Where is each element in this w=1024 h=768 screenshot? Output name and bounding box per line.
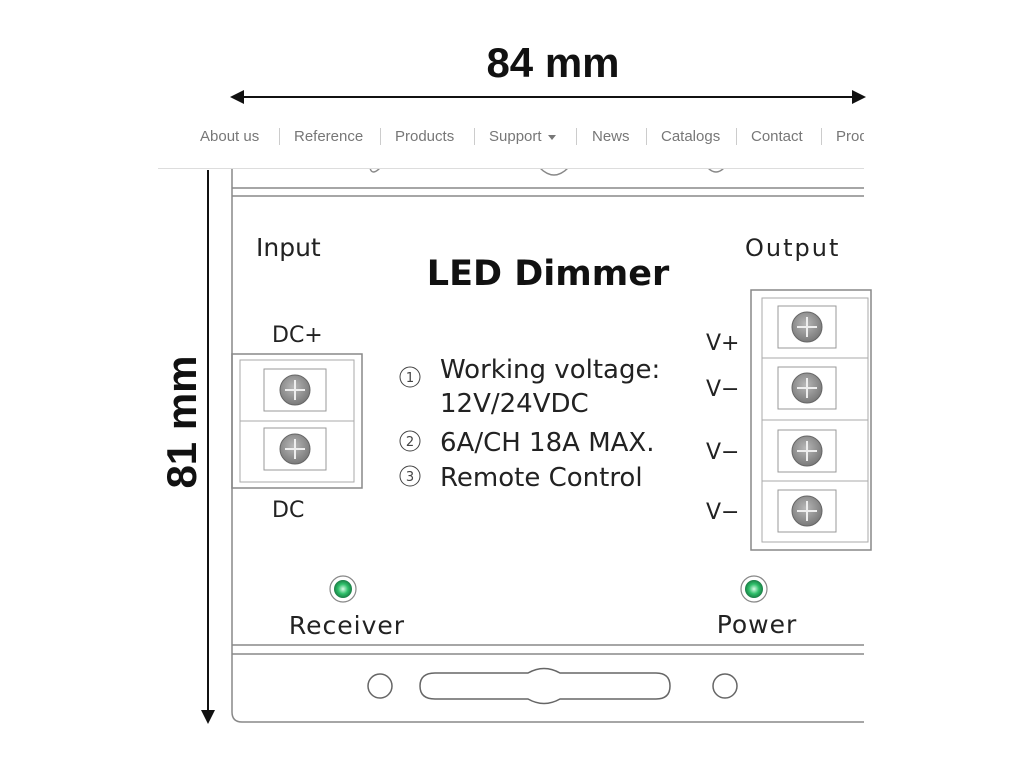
nav-separator: [474, 128, 475, 145]
led-icon: [334, 580, 352, 598]
spec-text: Working voltage:: [440, 355, 660, 385]
mounting-plate: [367, 667, 738, 705]
main-nav: About us Reference Products Support News…: [158, 118, 864, 169]
nav-separator: [821, 128, 822, 145]
spec-item: 3 Remote Control: [399, 463, 643, 493]
device-body: [231, 167, 864, 723]
input-label: Input: [256, 233, 321, 262]
mount-slot: [419, 667, 671, 705]
spec-marker: 2: [406, 435, 414, 450]
nav-item-catalogs[interactable]: Catalogs: [661, 128, 721, 145]
screw-icon: [279, 433, 311, 465]
input-terminal-block: DC+ DC: [231, 323, 363, 523]
spec-text: 12V/24VDC: [440, 389, 589, 419]
input-terminal-label: DC: [272, 498, 304, 523]
output-terminal-label: V−: [706, 377, 739, 402]
screw-icon: [791, 311, 823, 343]
led-icon: [745, 580, 763, 598]
spec-item: 1 Working voltage: 12V/24VDC: [399, 355, 660, 419]
output-terminal-block: V+ V− V− V−: [706, 289, 872, 551]
width-label: 84 mm: [486, 39, 619, 86]
output-terminal-label: V+: [706, 331, 739, 356]
nav-item-news[interactable]: News: [592, 128, 630, 145]
mount-hole: [367, 673, 393, 699]
screw-icon: [279, 374, 311, 406]
nav-item-reference[interactable]: Reference: [294, 128, 364, 145]
spec-text: 6A/CH 18A MAX.: [440, 428, 655, 458]
spec-list: 1 Working voltage: 12V/24VDC 2 6A/CH 18A…: [399, 355, 660, 493]
spec-marker: 1: [406, 371, 414, 386]
nav-separator: [279, 128, 280, 145]
nav-item-prod[interactable]: Prod: [836, 128, 864, 145]
nav-separator: [646, 128, 647, 145]
output-terminal-label: V−: [706, 500, 739, 525]
height-label: 81 mm: [158, 355, 205, 488]
caret-down-icon: [547, 134, 556, 140]
mount-hole: [712, 673, 738, 699]
screw-icon: [791, 435, 823, 467]
input-terminal-label: DC+: [272, 323, 323, 348]
width-dimension: 84 mm: [230, 39, 866, 104]
nav-item-about-us[interactable]: About us: [200, 128, 260, 145]
output-label: Output: [745, 234, 840, 262]
nav-item-contact[interactable]: Contact: [751, 128, 803, 145]
receiver-indicator: Receiver: [289, 575, 405, 640]
nav-separator: [736, 128, 737, 145]
height-dimension: 81 mm: [158, 170, 215, 724]
nav-separator: [576, 128, 577, 145]
power-label: Power: [717, 610, 798, 639]
spec-item: 2 6A/CH 18A MAX.: [399, 428, 655, 458]
nav-item-products[interactable]: Products: [395, 128, 455, 145]
nav-item-support[interactable]: Support: [489, 128, 556, 145]
screw-icon: [791, 372, 823, 404]
receiver-label: Receiver: [289, 611, 405, 640]
power-indicator: Power: [717, 575, 798, 639]
nav-separator: [380, 128, 381, 145]
nav-item-support-label: Support: [489, 128, 542, 145]
spec-text: Remote Control: [440, 463, 643, 493]
device-title: LED Dimmer: [427, 254, 670, 294]
output-terminal-label: V−: [706, 440, 739, 465]
screw-icon: [791, 495, 823, 527]
spec-marker: 3: [406, 470, 414, 485]
